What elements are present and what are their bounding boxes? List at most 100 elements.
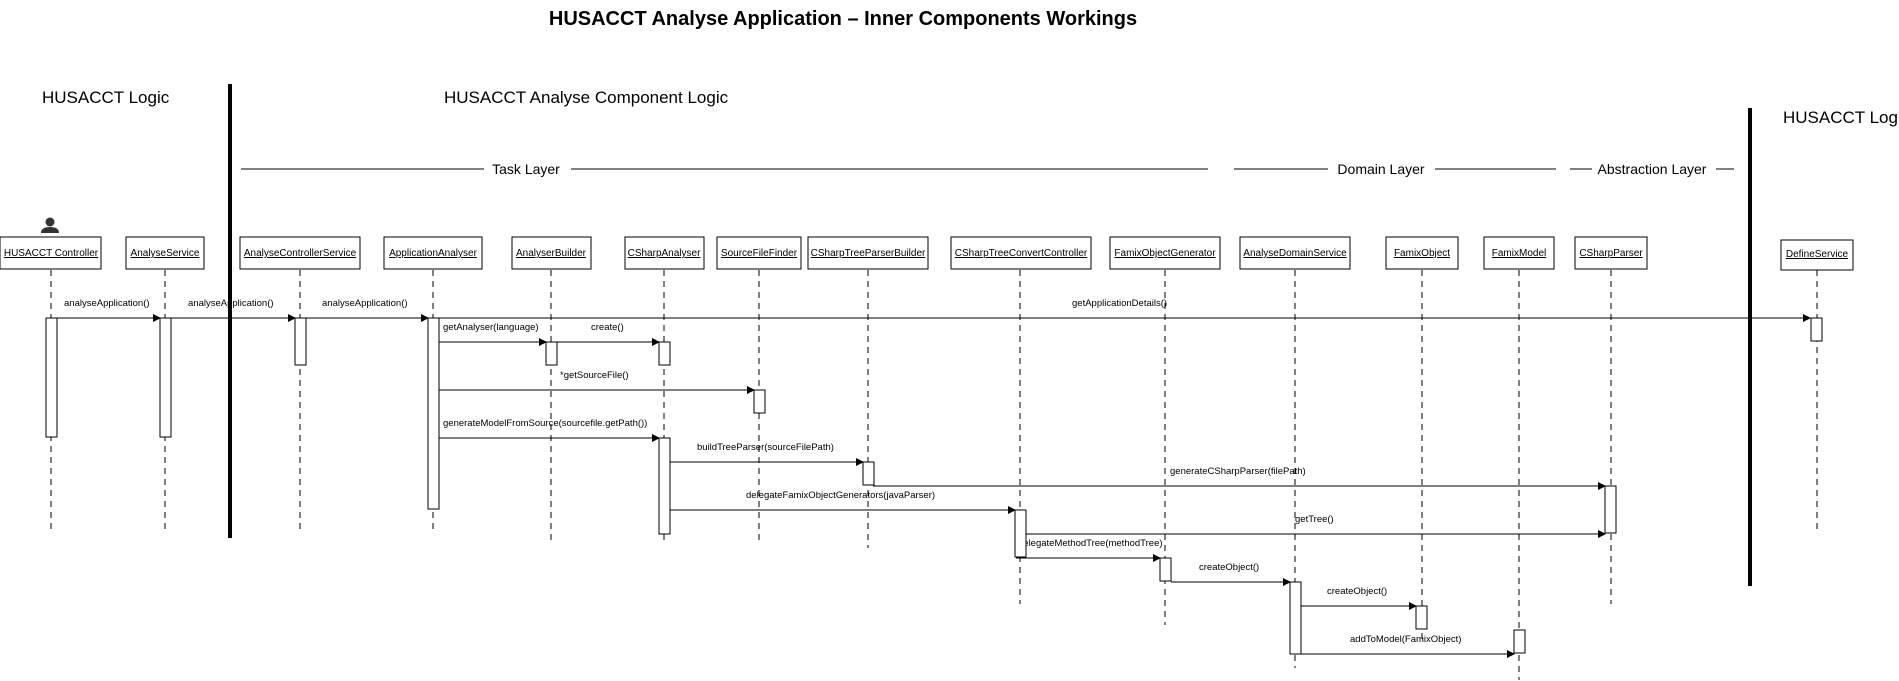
message-generate-model-from-source: generateModelFromSource(sourcefile.getPa…	[439, 418, 660, 442]
lifeline-box	[383, 236, 483, 270]
message-label: analyseApplication()	[188, 298, 274, 309]
message-add-to-model: addToModel(FamixObject)	[1301, 634, 1515, 658]
lifeline-box	[125, 236, 205, 270]
lifeline-label: CSharpTreeParserBuilder	[811, 248, 926, 259]
message-generate-csharp-parser: generateCSharpParser(filePath)	[873, 466, 1606, 490]
message-label: analyseApplication()	[64, 298, 150, 309]
lifeline-famix-object-generator: FamixObjectGenerator	[1109, 236, 1221, 625]
message-create-object-1: createObject()	[1171, 562, 1291, 586]
message-label: createObject()	[1199, 562, 1259, 573]
lifeline-husacct-controller: HUSACCT Controller	[0, 236, 102, 532]
lifeline-box	[239, 236, 361, 270]
lifeline-analyse-service: AnalyseService	[125, 236, 205, 532]
lifeline-label: HUSACCT Controller	[4, 248, 99, 259]
lifeline-box	[807, 236, 929, 270]
message-label: buildTreeParser(sourceFilePath)	[697, 442, 834, 453]
lifeline-label: CSharpAnalyser	[628, 248, 701, 259]
lifeline-label: SourceFileFinder	[721, 248, 798, 259]
message-label: create()	[591, 322, 624, 333]
lifeline-application-analyser: ApplicationAnalyser	[383, 236, 483, 532]
activation-bar-analyse-service	[159, 317, 172, 438]
message-label: generateModelFromSource(sourcefile.getPa…	[443, 418, 647, 429]
lifeline-box	[1483, 236, 1555, 270]
message-label: delegateFamixObjectGenerators(javaParser…	[746, 490, 935, 501]
activation-bar-analyse-domain-service	[1289, 581, 1302, 655]
message-get-analyser: getAnalyser(language)	[439, 322, 547, 346]
diagram-title: HUSACCT Analyse Application – Inner Comp…	[549, 8, 1137, 30]
message-delegate-famix-object-generators: delegateFamixObjectGenerators(javaParser…	[670, 490, 1016, 514]
activation-bar-csharp-tree-parser-builder	[862, 461, 875, 486]
lifeline-box	[716, 236, 802, 270]
lifeline-box	[0, 236, 102, 270]
message-label: addToModel(FamixObject)	[1350, 634, 1461, 645]
message-label: *getSourceFile()	[560, 370, 629, 381]
activation-bar-analyse-controller-service	[294, 317, 307, 366]
abstraction-layer-label: Abstraction Layer	[1598, 161, 1707, 177]
lifeline-label: AnalyseControllerService	[244, 248, 357, 259]
lifeline-csharp-tree-parser-builder: CSharpTreeParserBuilder	[807, 236, 929, 548]
domain-layer-label: Domain Layer	[1337, 161, 1424, 177]
message-analyse-application-3: analyseApplication()	[306, 298, 429, 322]
activation-bar-husacct-controller	[45, 317, 58, 438]
task-layer-label: Task Layer	[492, 161, 560, 177]
activation-bar-famix-object-generator	[1159, 557, 1172, 582]
message-create-object-2: createObject()	[1301, 586, 1417, 610]
message-analyse-application-1: analyseApplication()	[57, 298, 161, 322]
message-create: create()	[557, 322, 660, 346]
message-label: analyseApplication()	[322, 298, 408, 309]
message-label: delegateMethodTree(methodTree)	[1018, 538, 1163, 549]
activation-bar-source-file-finder	[753, 389, 766, 414]
section-label-husacct-logic-left: HUSACCT Logic	[42, 88, 170, 107]
lifeline-box	[1385, 236, 1459, 270]
activation-bar-csharp-analyser-create	[658, 341, 671, 366]
activation-bar-define-service	[1810, 317, 1823, 342]
message-analyse-application-2: analyseApplication()	[171, 298, 296, 322]
lifeline-famix-model: FamixModel	[1483, 236, 1555, 680]
activation-bar-csharp-parser	[1604, 485, 1617, 534]
section-label-husacct-logic-right: HUSACCT Logic	[1783, 108, 1899, 127]
activation-bar-analyser-builder	[545, 341, 558, 366]
message-get-tree: getTree()	[1026, 514, 1606, 538]
message-get-source-file: *getSourceFile()	[439, 370, 755, 394]
activation-bar-csharp-analyser-generate	[658, 437, 671, 535]
activation-bar-famix-model	[1513, 629, 1526, 654]
lifeline-csharp-parser: CSharpParser	[1574, 236, 1648, 604]
message-label: createObject()	[1327, 586, 1387, 597]
lifeline-label: AnalyseDomainService	[1243, 248, 1347, 259]
message-label: getApplicationDetails()	[1072, 298, 1167, 309]
lifeline-box	[511, 236, 592, 270]
message-get-application-details: getApplicationDetails()	[439, 298, 1811, 322]
activation-bar-application-analyser	[427, 317, 440, 510]
person-icon	[41, 217, 59, 233]
section-label-analyse-component-logic: HUSACCT Analyse Component Logic	[444, 88, 729, 107]
lifeline-source-file-finder: SourceFileFinder	[716, 236, 802, 540]
lifeline-box	[950, 236, 1092, 270]
lifeline-label: CSharpParser	[1579, 248, 1643, 259]
activation-bar-famix-object	[1415, 605, 1428, 630]
lifeline-csharp-tree-convert-controller: CSharpTreeConvertController	[950, 236, 1092, 604]
lifeline-label: FamixModel	[1492, 248, 1546, 259]
message-label: getTree()	[1295, 514, 1334, 525]
lifeline-define-service: DefineService	[1780, 239, 1854, 534]
lifeline-famix-object: FamixObject	[1385, 236, 1459, 640]
lifeline-label: DefineService	[1786, 249, 1849, 260]
message-label: generateCSharpParser(filePath)	[1170, 466, 1306, 477]
lifeline-label: AnalyserBuilder	[516, 248, 587, 259]
lifeline-label: FamixObjectGenerator	[1114, 248, 1216, 259]
message-label: getAnalyser(language)	[443, 322, 539, 333]
lifeline-label: ApplicationAnalyser	[389, 248, 477, 259]
lifeline-box	[1239, 236, 1351, 270]
lifeline-label: FamixObject	[1394, 248, 1450, 259]
lifeline-analyser-builder: AnalyserBuilder	[511, 236, 592, 540]
activation-bar-csharp-tree-convert-controller	[1014, 509, 1027, 558]
lifeline-label: CSharpTreeConvertController	[955, 248, 1088, 259]
message-build-tree-parser: buildTreeParser(sourceFilePath)	[670, 442, 864, 466]
lifeline-box	[624, 236, 705, 270]
lifeline-label: AnalyseService	[131, 248, 200, 259]
message-delegate-method-tree: delegateMethodTree(methodTree)	[1016, 538, 1163, 562]
lifeline-box	[1574, 236, 1648, 270]
lifeline-analyse-controller-service: AnalyseControllerService	[239, 236, 361, 532]
lifeline-box	[1109, 236, 1221, 270]
lifeline-box	[1780, 239, 1854, 271]
